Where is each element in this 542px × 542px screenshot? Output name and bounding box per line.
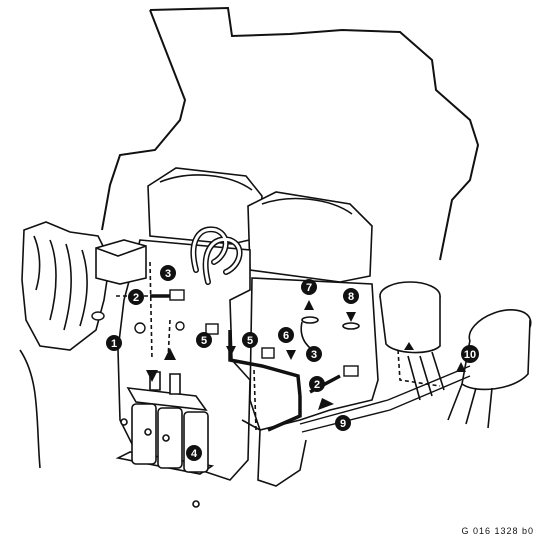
callout-5a: 5 [196, 332, 212, 348]
fuel-tank-cylinders [379, 281, 532, 429]
vehicle-body-outline [149, 6, 480, 261]
callout-7-label: 7 [306, 282, 312, 294]
callout-6: 6 [278, 327, 294, 343]
callout-5a-label: 5 [201, 335, 207, 347]
engine-block [117, 167, 379, 487]
fuel-flow-dashed [116, 261, 441, 431]
callout-1: 1 [106, 335, 122, 351]
fuel-return-line [299, 365, 471, 425]
callout-2b: 2 [309, 376, 325, 392]
callout-3a: 3 [160, 265, 176, 281]
callout-4: 4 [186, 445, 202, 461]
intake-pipe-inner [191, 227, 241, 284]
callout-2a-label: 2 [133, 292, 139, 304]
line-fittings [91, 289, 359, 377]
callout-2a: 2 [128, 289, 144, 305]
callout-10-label: 10 [464, 349, 476, 361]
callout-3b: 3 [306, 346, 322, 362]
callout-8-label: 8 [348, 291, 354, 303]
callout-8: 8 [343, 288, 359, 304]
injection-pump-unit [95, 239, 147, 285]
callout-3b-label: 3 [311, 349, 317, 361]
callout-2b-label: 2 [314, 379, 320, 391]
fuel-return-line-lower [301, 375, 471, 433]
callout-3a-label: 3 [165, 268, 171, 280]
flow-arrows [146, 300, 466, 410]
callout-6-label: 6 [283, 330, 289, 342]
callout-9: 9 [335, 415, 351, 431]
callout-10: 10 [461, 345, 479, 363]
callout-7: 7 [301, 279, 317, 295]
callout-9-label: 9 [340, 418, 346, 430]
callout-5b-label: 5 [247, 335, 253, 347]
callout-1-label: 1 [111, 338, 117, 350]
firewall-outline [101, 9, 187, 231]
callout-5b: 5 [242, 332, 258, 348]
callout-4-label: 4 [191, 448, 198, 460]
figure-reference-code: G 016 1328 b0 [461, 526, 534, 536]
